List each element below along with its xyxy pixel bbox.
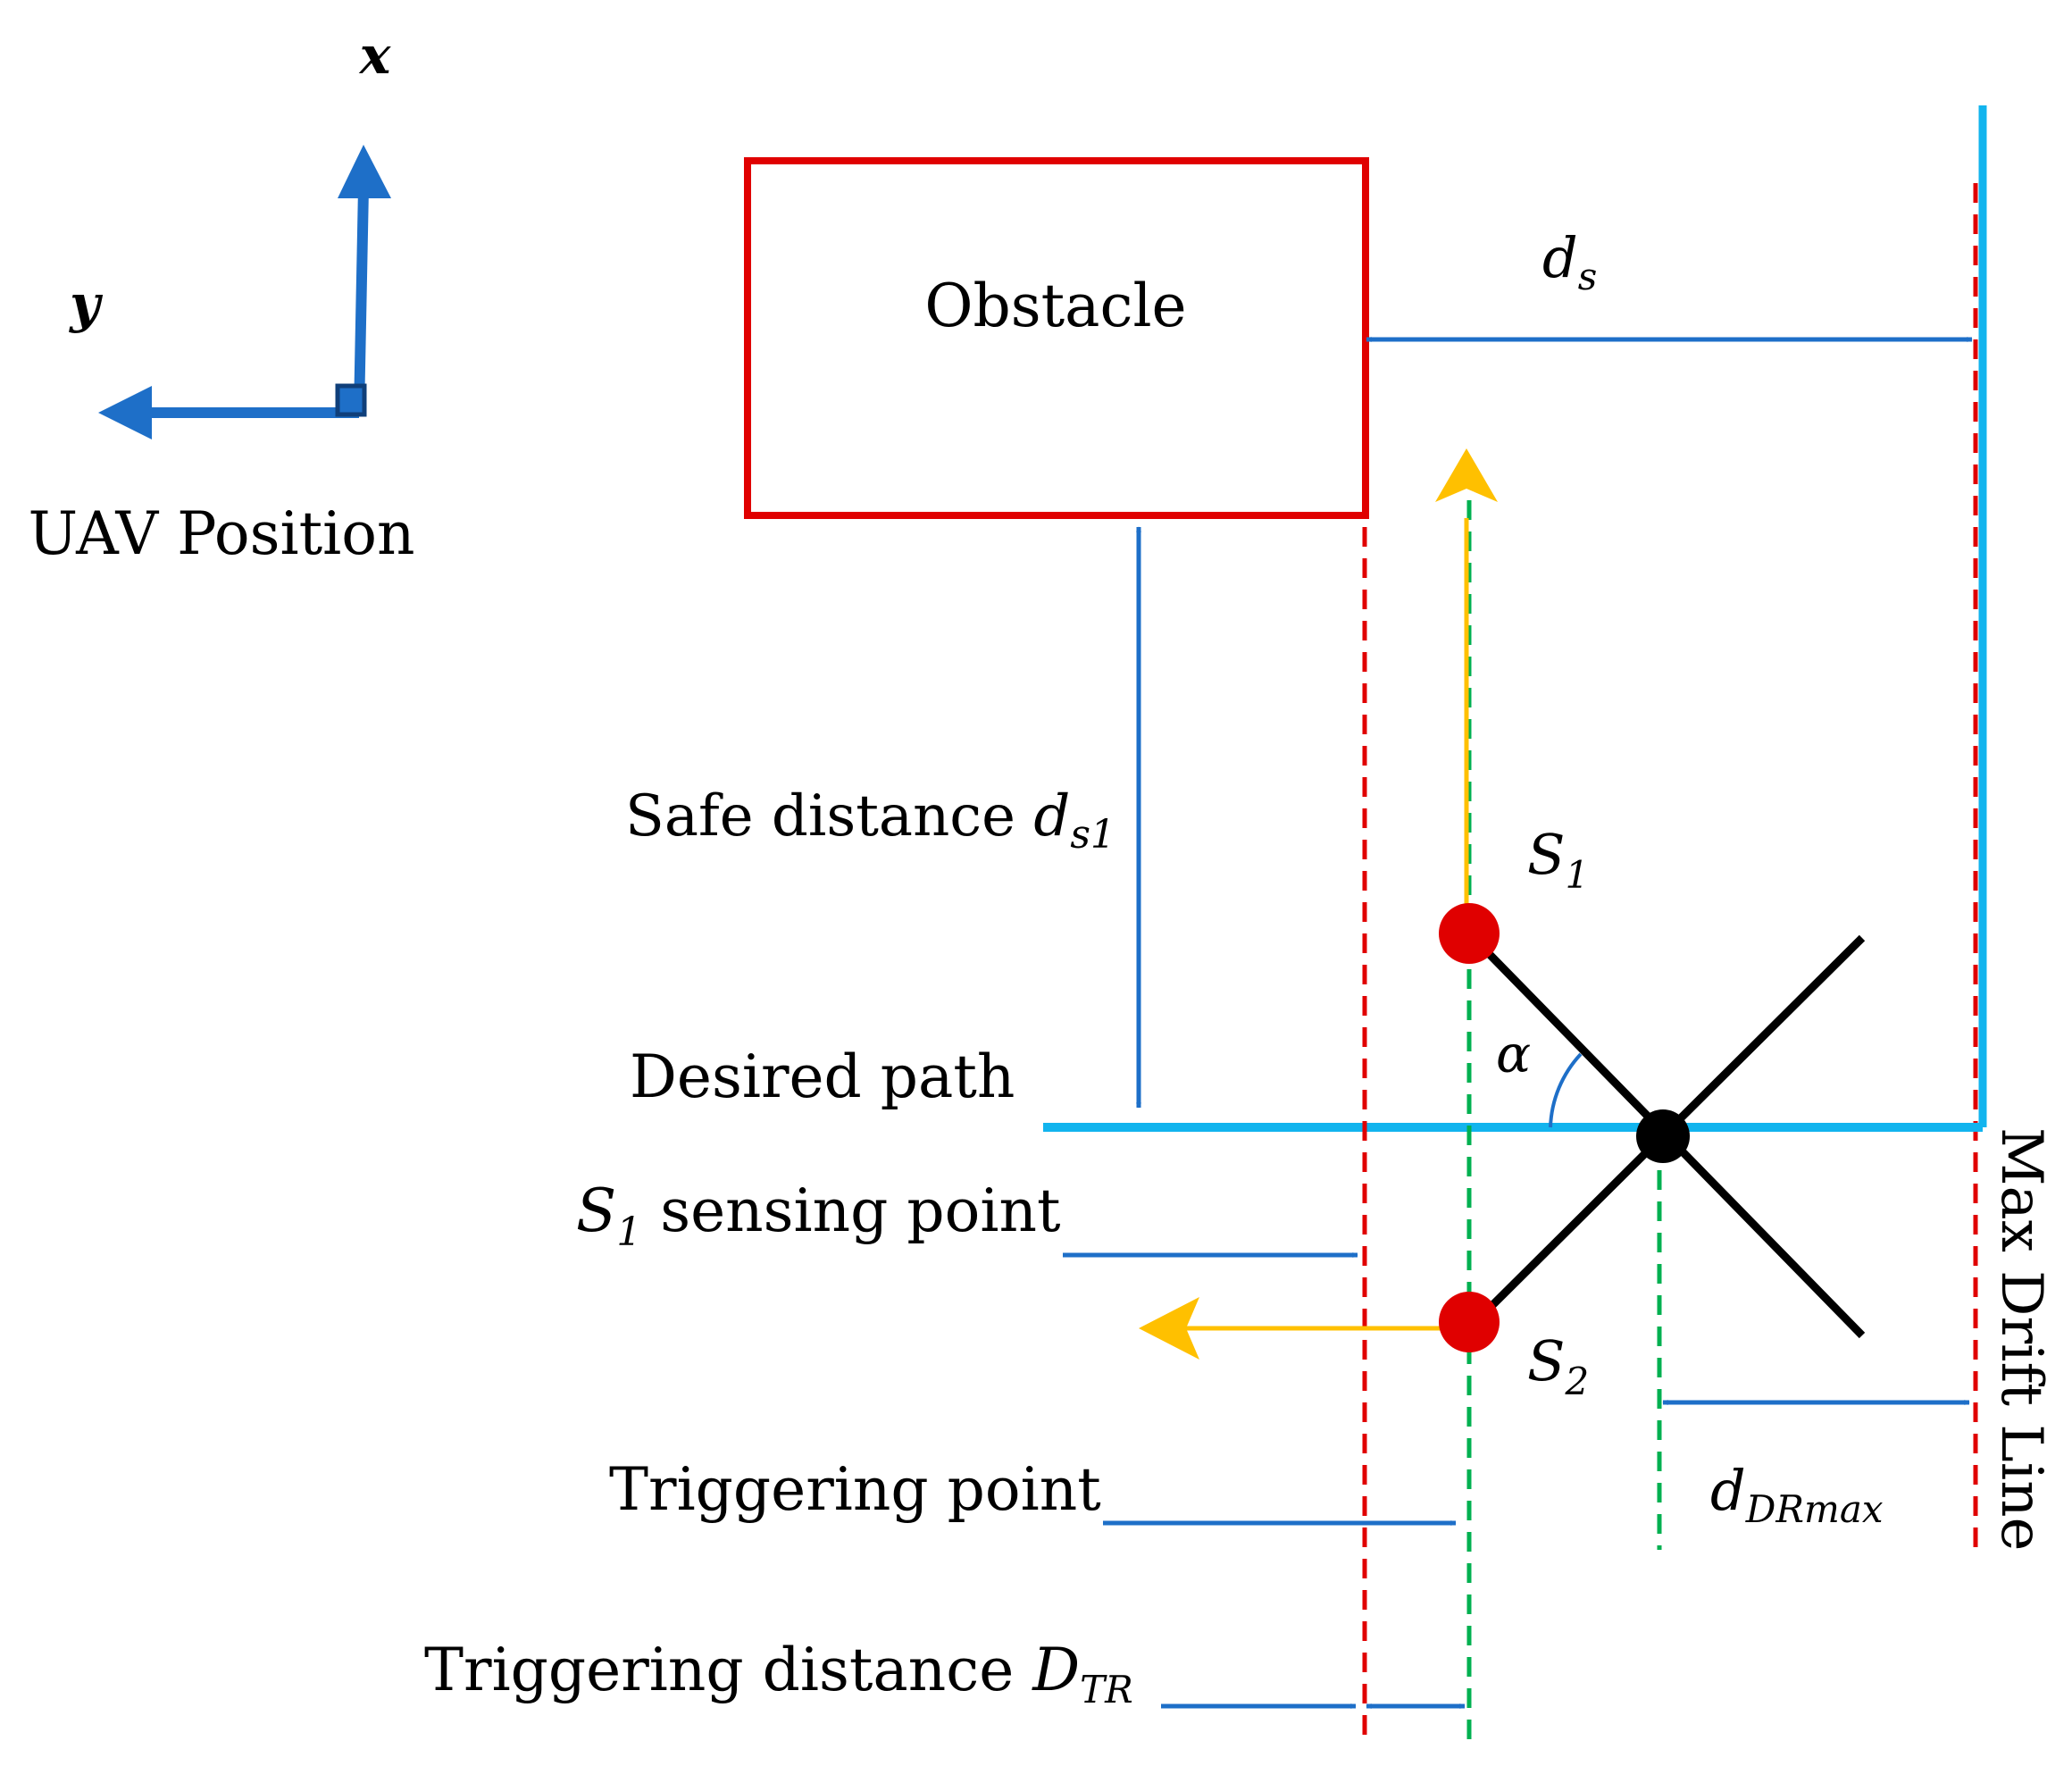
y-axis-label: y bbox=[68, 273, 104, 334]
triggering-distance: Triggering distance DTR bbox=[424, 1636, 1466, 1712]
x-axis-arrowhead bbox=[338, 145, 391, 198]
alpha-arc bbox=[1549, 1052, 1583, 1128]
alpha-angle: α bbox=[1496, 1024, 1583, 1128]
safe-distance-label: Safe distance ds1 bbox=[625, 783, 1115, 858]
max-drift-label: Max Drift Line bbox=[1988, 1127, 2054, 1551]
sensor-s1-point bbox=[1439, 903, 1500, 964]
dr-max-label: dDRmax bbox=[1710, 1458, 1884, 1531]
max-drift-line: Max Drift Line bbox=[1973, 105, 2054, 1559]
sensor-s2: S2 bbox=[1439, 1292, 1589, 1403]
sensor-s2-label: S2 bbox=[1527, 1328, 1589, 1403]
sensor-s1: S1 bbox=[1439, 822, 1589, 964]
x-axis-label: x bbox=[358, 25, 392, 86]
uav-position-caption: UAV Position bbox=[29, 499, 415, 568]
s1-velocity-arrow bbox=[1435, 448, 1498, 911]
s2-velocity-arrow bbox=[1139, 1297, 1469, 1360]
obstacle: Obstacle bbox=[744, 157, 1369, 519]
sensor-s1-label: S1 bbox=[1527, 822, 1589, 897]
ds-label: ds bbox=[1542, 225, 1597, 298]
triggering-distance-label: Triggering distance DTR bbox=[424, 1636, 1133, 1712]
triggering-point: Triggering point bbox=[609, 1455, 1457, 1526]
desired-path-label: Desired path bbox=[630, 1042, 1015, 1111]
safe-distance: Safe distance ds1 bbox=[625, 526, 1141, 1109]
y-axis-arrowhead bbox=[98, 386, 152, 439]
obstacle-box bbox=[744, 157, 1369, 519]
alpha-label: α bbox=[1496, 1024, 1531, 1084]
origin-marker bbox=[335, 383, 367, 417]
desired-path: Desired path bbox=[630, 1042, 1983, 1132]
s1-sensing-point: S1 sensing point bbox=[576, 1176, 1358, 1258]
dr-max-dimension: dDRmax bbox=[1662, 1400, 1970, 1531]
ds-dimension: ds bbox=[1366, 225, 1973, 342]
uav-position-axes: x y UAV Position bbox=[29, 25, 415, 568]
x-axis-arrow bbox=[354, 187, 369, 414]
drone bbox=[1466, 930, 1866, 1339]
s1-sensing-point-label: S1 sensing point bbox=[576, 1176, 1060, 1255]
drone-center bbox=[1636, 1109, 1690, 1163]
sensor-s2-point bbox=[1439, 1292, 1500, 1352]
triggering-point-label: Triggering point bbox=[609, 1455, 1101, 1524]
obstacle-label: Obstacle bbox=[924, 272, 1186, 340]
